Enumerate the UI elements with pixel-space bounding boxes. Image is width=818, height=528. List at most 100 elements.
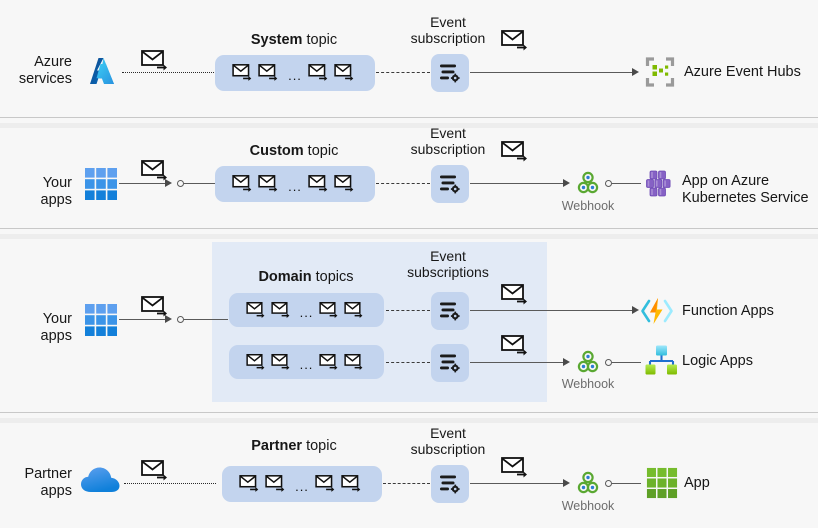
ellipsis: ... bbox=[295, 479, 309, 494]
webhook-label-domain: Webhook bbox=[561, 377, 615, 391]
envelope-icon-partner-egress bbox=[501, 455, 531, 479]
azure-function-apps-icon bbox=[640, 296, 674, 326]
connector-topic-to-subscription-system bbox=[376, 72, 430, 73]
ellipsis: ... bbox=[288, 179, 302, 194]
envelope-icon bbox=[344, 301, 363, 318]
destination-label-logic-apps: Logic Apps bbox=[682, 353, 753, 369]
envelope-icon bbox=[344, 353, 363, 370]
apps-grid-green-icon bbox=[646, 467, 678, 499]
topic-box-domain-1: ... bbox=[229, 293, 384, 327]
connector-domain-topic-2-to-subscription bbox=[386, 362, 430, 363]
envelope-icon-custom-egress bbox=[501, 139, 531, 163]
envelope-icon bbox=[308, 64, 328, 81]
topic-title-partner: Partner topic bbox=[213, 438, 375, 454]
topic-title-partner-bold: Partner bbox=[251, 438, 303, 454]
topic-title-custom-bold: Custom bbox=[249, 143, 304, 159]
envelope-icon bbox=[232, 175, 252, 192]
subscription-title-custom: Event subscription bbox=[410, 125, 486, 157]
arrowhead bbox=[563, 178, 570, 187]
subscription-title-domain: Event subscriptions bbox=[407, 248, 489, 280]
endpoint-node-custom bbox=[177, 179, 184, 187]
webhook-icon bbox=[575, 349, 601, 375]
envelope-icon-domain-egress-1 bbox=[501, 282, 531, 306]
row-gap-3 bbox=[0, 418, 818, 423]
source-label-partner-apps: Partner apps bbox=[24, 466, 72, 499]
envelope-icon-custom-ingress bbox=[141, 158, 171, 182]
envelope-icon bbox=[341, 475, 361, 492]
topic-title-custom-rest: topic bbox=[303, 143, 339, 159]
arrowhead bbox=[632, 67, 639, 76]
envelope-icon bbox=[245, 301, 264, 318]
event-subscription-icon-domain-1 bbox=[431, 292, 469, 330]
azure-kubernetes-service-icon bbox=[645, 168, 677, 200]
endpoint-node-webhook-domain bbox=[605, 358, 612, 366]
topic-box-domain-2: ... bbox=[229, 345, 384, 379]
source-label-your-apps-custom: Your apps bbox=[40, 175, 72, 208]
connector-topic-to-subscription-custom bbox=[376, 183, 430, 184]
connector-source-to-node-custom bbox=[119, 183, 167, 184]
envelope-icon bbox=[270, 301, 289, 318]
event-subscription-icon-custom bbox=[431, 165, 469, 203]
destination-label-aks: App on Azure Kubernetes Service bbox=[682, 173, 809, 206]
envelope-icon bbox=[258, 64, 278, 81]
row-separator-1 bbox=[0, 117, 818, 118]
apps-grid-blue-icon bbox=[84, 303, 118, 337]
topic-title-system-bold: System bbox=[250, 32, 303, 48]
envelope-icon-domain-egress-2 bbox=[501, 333, 531, 357]
envelope-icon-partner-ingress bbox=[141, 458, 171, 482]
connector-source-to-node-domain bbox=[119, 319, 167, 320]
envelope-icon bbox=[334, 64, 354, 81]
connector-node-to-domain-topic bbox=[184, 319, 228, 320]
topic-box-custom: ... bbox=[215, 166, 375, 202]
webhook-icon bbox=[575, 170, 601, 196]
arrowhead bbox=[563, 357, 570, 366]
row-gap-1 bbox=[0, 123, 818, 128]
connector-node-to-topic-custom bbox=[184, 183, 216, 184]
connector-subscription-to-webhook-domain bbox=[470, 362, 565, 363]
destination-label-function-apps: Function Apps bbox=[682, 303, 774, 319]
destination-label-event-hubs: Azure Event Hubs bbox=[684, 64, 801, 80]
arrowhead bbox=[563, 478, 570, 487]
envelope-icon bbox=[265, 475, 285, 492]
endpoint-node-domain bbox=[177, 315, 184, 323]
topic-box-partner: ... bbox=[222, 466, 382, 502]
connector-webhook-to-destination-custom bbox=[612, 183, 641, 184]
apps-grid-blue-icon bbox=[84, 167, 118, 201]
source-label-azure-services: Azure services bbox=[18, 54, 72, 87]
row-separator-2 bbox=[0, 228, 818, 229]
connector-domain-topic-1-to-subscription bbox=[386, 310, 430, 311]
topic-title-domain: Domain topics bbox=[228, 269, 384, 285]
topic-title-domain-rest: topics bbox=[311, 269, 354, 285]
ellipsis: ... bbox=[299, 305, 314, 320]
topic-title-system-rest: topic bbox=[302, 32, 338, 48]
subscription-title-system: Event subscription bbox=[410, 14, 486, 46]
envelope-icon bbox=[308, 175, 328, 192]
connector-source-to-topic-partner bbox=[124, 483, 216, 484]
cloud-icon bbox=[80, 465, 124, 497]
endpoint-node-webhook-custom bbox=[605, 179, 612, 187]
topic-title-custom: Custom topic bbox=[213, 143, 375, 159]
connector-subscription-to-webhook-custom bbox=[470, 183, 565, 184]
envelope-icon-system-ingress bbox=[141, 48, 171, 72]
envelope-icon bbox=[319, 353, 338, 370]
arrowhead bbox=[165, 178, 172, 187]
row-separator-3 bbox=[0, 412, 818, 413]
topic-title-partner-rest: topic bbox=[302, 438, 337, 454]
ellipsis: ... bbox=[288, 68, 302, 83]
azure-logo-icon bbox=[84, 54, 120, 90]
envelope-icon bbox=[315, 475, 335, 492]
endpoint-node-webhook-partner bbox=[605, 479, 612, 487]
row-gap-2 bbox=[0, 234, 818, 239]
ellipsis: ... bbox=[299, 357, 314, 372]
envelope-icon bbox=[319, 301, 338, 318]
envelope-icon bbox=[232, 64, 252, 81]
webhook-label-custom: Webhook bbox=[561, 199, 615, 213]
topic-title-system: System topic bbox=[213, 32, 375, 48]
envelope-icon bbox=[334, 175, 354, 192]
envelope-icon bbox=[270, 353, 289, 370]
event-subscription-icon-system bbox=[431, 54, 469, 92]
event-subscription-icon-domain-2 bbox=[431, 344, 469, 382]
webhook-label-partner: Webhook bbox=[561, 499, 615, 513]
azure-logic-apps-icon bbox=[645, 344, 677, 376]
